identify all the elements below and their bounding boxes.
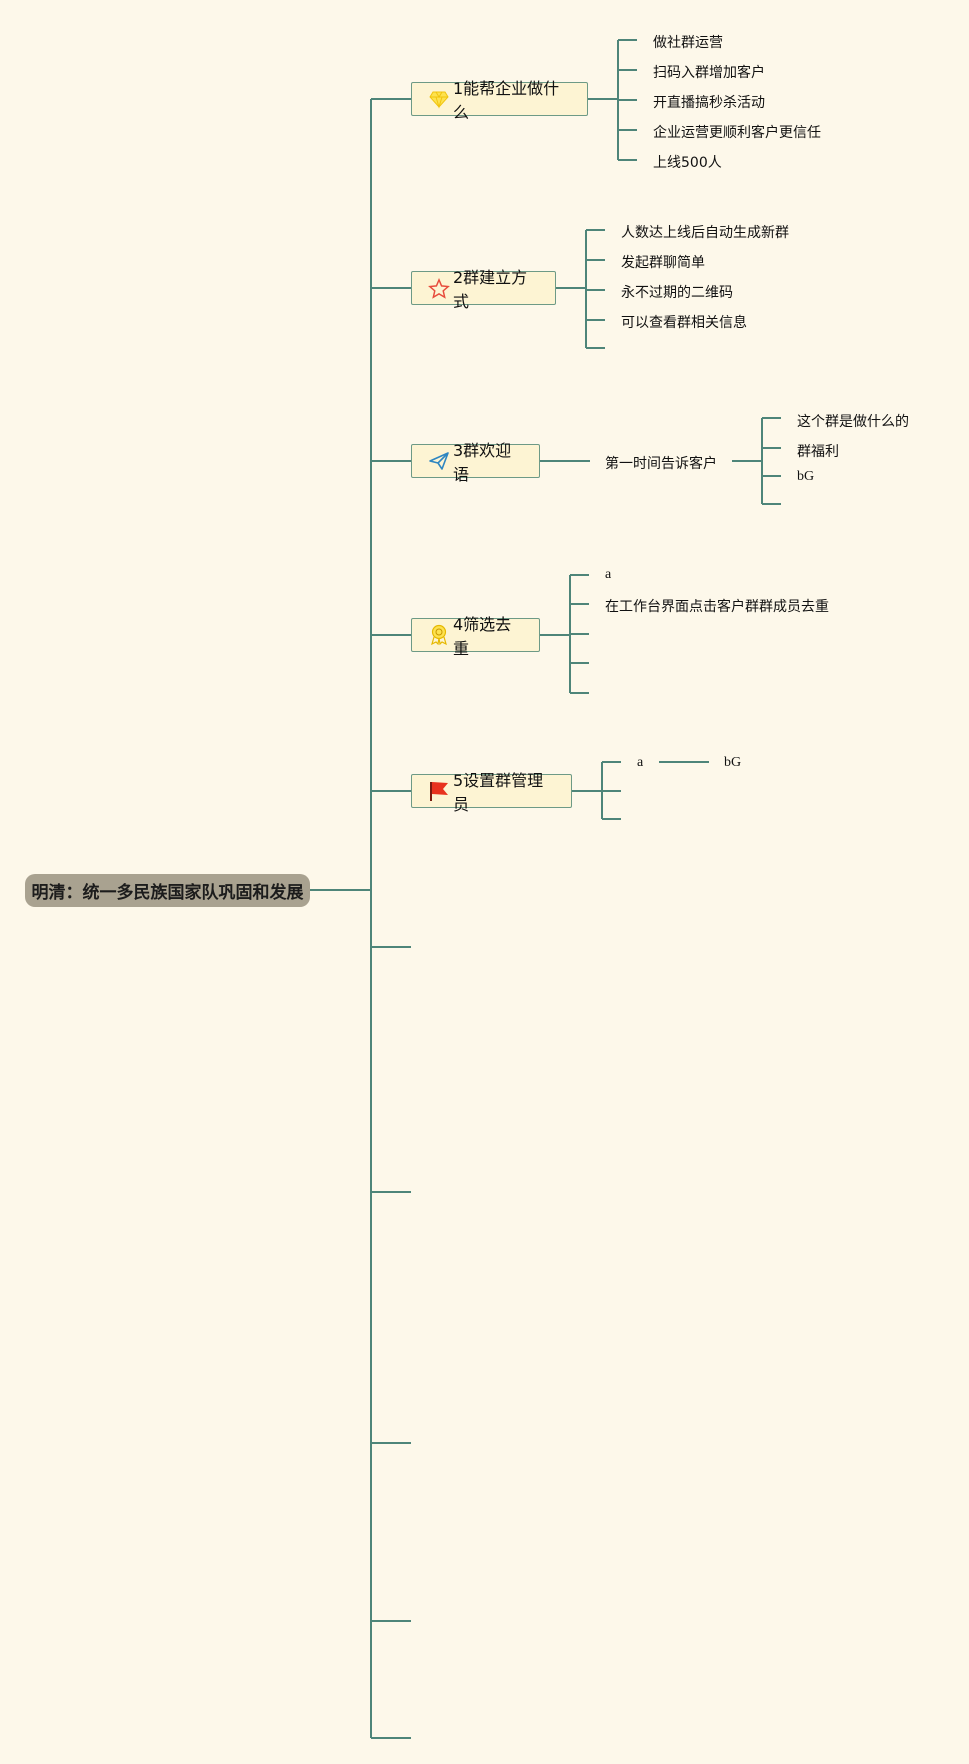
root-label: 明清：统一多民族国家队巩固和发展 [31, 883, 304, 903]
diamond-icon [428, 88, 450, 110]
leaf-text[interactable]: 可以查看群相关信息 [621, 315, 747, 331]
leaf-text[interactable]: 第一时间告诉客户 [605, 456, 717, 472]
topic-4-label: 4筛选去重 [453, 615, 512, 658]
topic-5[interactable]: 5设置群管理员 [411, 771, 572, 814]
topic-1[interactable]: 1能帮企业做什么 [411, 79, 588, 122]
topic-5-label: 5设置群管理员 [453, 771, 544, 814]
root-topic[interactable]: 明清：统一多民族国家队巩固和发展 [25, 874, 310, 907]
topic-3-label: 3群欢迎语 [453, 441, 512, 484]
paper-plane-icon [428, 450, 450, 472]
topic-2[interactable]: 2群建立方式 [411, 268, 556, 311]
leaf-text[interactable]: 企业运营更顺利客户更信任 [653, 125, 821, 141]
award-icon [428, 624, 450, 646]
leaf-text[interactable]: 扫码入群增加客户 [653, 65, 765, 81]
leaf-text[interactable]: 人数达上线后自动生成新群 [621, 225, 789, 241]
topic-1-label: 1能帮企业做什么 [453, 79, 560, 122]
leaf-text[interactable]: a [605, 567, 612, 582]
topic-4[interactable]: 4筛选去重 [411, 615, 540, 658]
leaf-text[interactable]: 上线500人 [653, 155, 722, 171]
topic-2-label: 2群建立方式 [453, 268, 528, 311]
leaf-text[interactable]: bG [724, 755, 742, 770]
leaf-text[interactable]: 开直播搞秒杀活动 [653, 95, 765, 111]
leaf-text[interactable]: 群福利 [797, 444, 839, 460]
leaf-text[interactable]: 做社群运营 [653, 35, 723, 51]
leaf-text[interactable]: 在工作台界面点击客户群群成员去重 [605, 599, 829, 615]
leaf-text[interactable]: 这个群是做什么的 [797, 414, 909, 430]
topic-3[interactable]: 3群欢迎语 [411, 441, 540, 484]
leaf-text[interactable]: a [637, 755, 644, 770]
leaf-text[interactable]: 发起群聊简单 [621, 255, 705, 271]
flag-icon [428, 780, 450, 802]
leaf-text[interactable]: 永不过期的二维码 [621, 285, 733, 301]
star-icon [428, 277, 450, 299]
leaf-text[interactable]: bG [797, 469, 815, 484]
